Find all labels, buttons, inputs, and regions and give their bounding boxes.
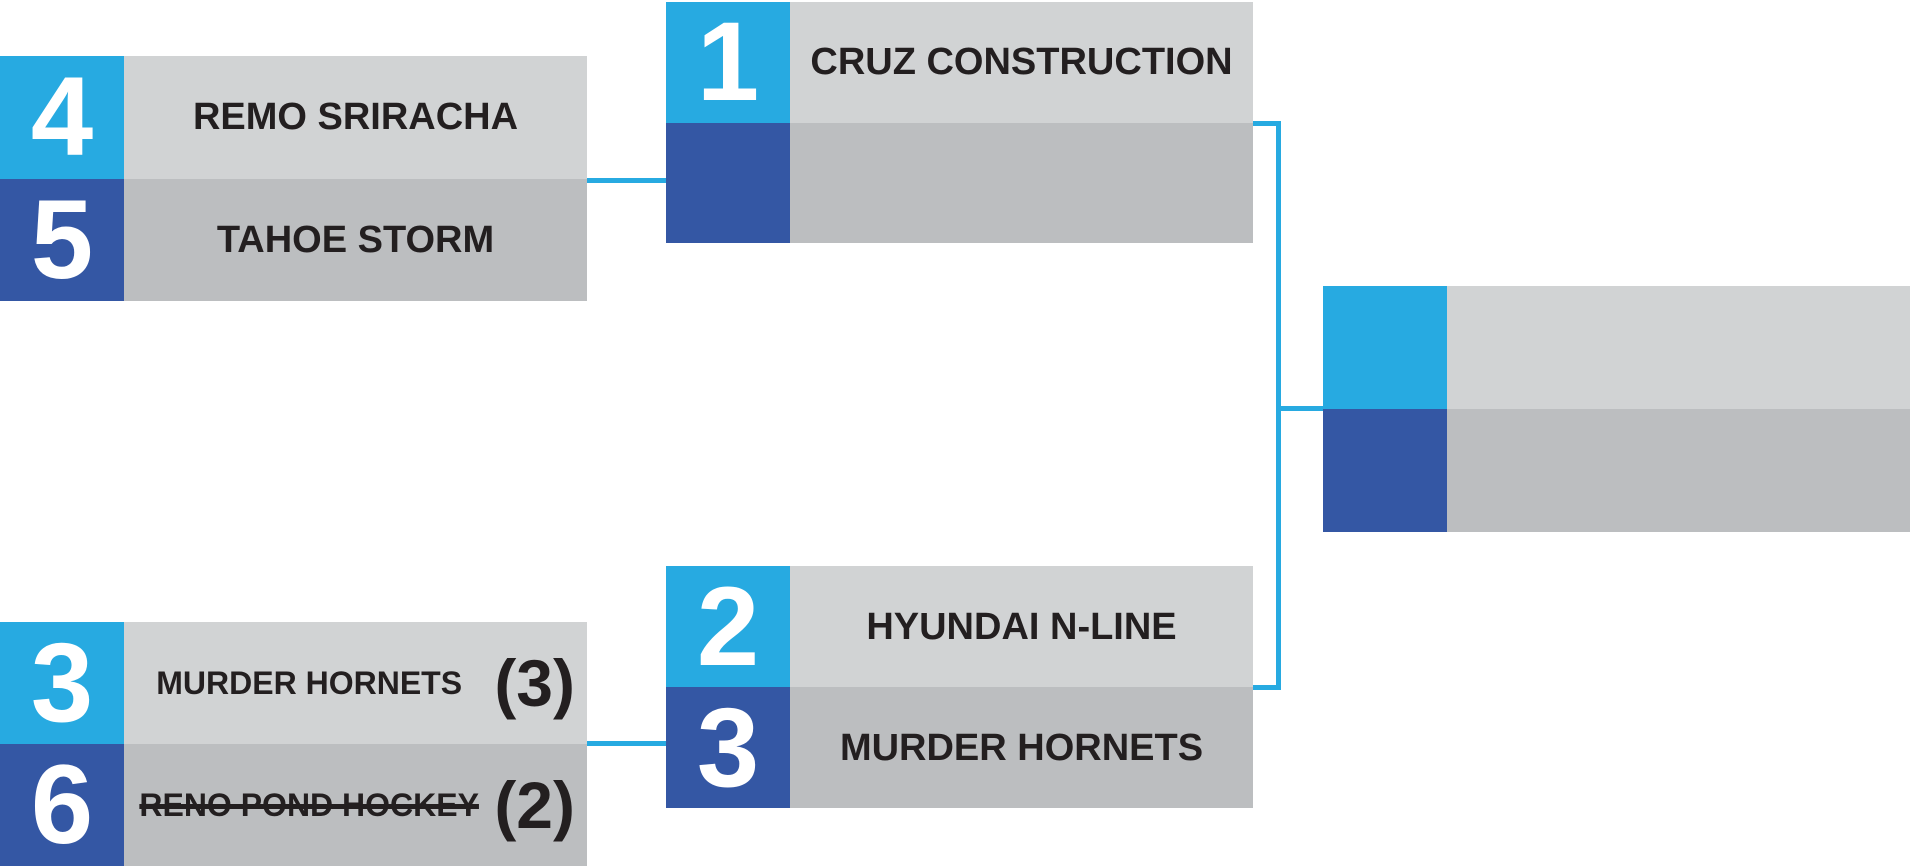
team-name: REMO SRIRACHA (192, 96, 519, 139)
team-slot: CRUZ CONSTRUCTION (790, 2, 1253, 123)
team-slot: TAHOE STORM (124, 178, 587, 301)
connector-line-vertical (1276, 121, 1281, 690)
team-score: (3) (494, 646, 575, 720)
team-name-eliminated: RENO POND HOCKEY (139, 787, 479, 823)
match-semifinal-top: 1 CRUZ CONSTRUCTION (666, 2, 1253, 243)
team-slot: HYUNDAI N-LINE (790, 566, 1253, 687)
seed-badge-empty (666, 122, 790, 243)
team-slot: MURDER HORNETS (790, 687, 1253, 808)
team-score: (2) (494, 768, 575, 842)
team-slot-empty (1447, 286, 1910, 409)
team-row: 1 CRUZ CONSTRUCTION (666, 2, 1253, 123)
seed-badge: 6 (0, 744, 124, 866)
match-final (1323, 286, 1910, 532)
team-row: 2 HYUNDAI N-LINE (666, 566, 1253, 687)
seed-badge: 4 (0, 56, 124, 179)
team-name: MURDER HORNETS (839, 726, 1204, 769)
connector-line-to-final (1278, 406, 1323, 411)
team-row (1323, 286, 1910, 409)
match-semifinal-bottom: 2 HYUNDAI N-LINE 3 MURDER HORNETS (666, 566, 1253, 808)
team-name: HYUNDAI N-LINE (866, 605, 1177, 648)
seed-badge: 3 (666, 687, 790, 808)
team-slot: RENO POND HOCKEY (2) (124, 744, 587, 866)
team-row (666, 122, 1253, 243)
team-row: 3 MURDER HORNETS (666, 687, 1253, 808)
seed-badge-empty (1323, 286, 1447, 409)
seed-badge: 5 (0, 178, 124, 301)
team-row (1323, 409, 1910, 532)
team-row: 4 REMO SRIRACHA (0, 56, 587, 179)
team-slot: REMO SRIRACHA (124, 56, 587, 179)
seed-badge: 2 (666, 566, 790, 687)
seed-badge-empty (1323, 409, 1447, 532)
team-row: 5 TAHOE STORM (0, 178, 587, 301)
match-round1-bottom: 3 MURDER HORNETS (3) 6 RENO POND HOCKEY … (0, 622, 587, 866)
seed-badge: 1 (666, 2, 790, 123)
team-slot-empty (1447, 409, 1910, 532)
connector-line-round1-bottom-to-semifinal (587, 741, 666, 746)
connector-line-semifinal-top-stub (1253, 121, 1281, 126)
team-row: 6 RENO POND HOCKEY (2) (0, 744, 587, 866)
team-name: CRUZ CONSTRUCTION (810, 41, 1233, 84)
team-name: TAHOE STORM (216, 218, 495, 261)
connector-line-round1-top-to-semifinal (587, 178, 666, 183)
team-slot: MURDER HORNETS (3) (124, 622, 587, 744)
team-row: 3 MURDER HORNETS (3) (0, 622, 587, 744)
match-round1-top: 4 REMO SRIRACHA 5 TAHOE STORM (0, 56, 587, 301)
team-slot-empty (790, 122, 1253, 243)
connector-line-semifinal-bottom-stub (1253, 685, 1281, 690)
seed-badge: 3 (0, 622, 124, 744)
team-name: MURDER HORNETS (156, 665, 463, 701)
